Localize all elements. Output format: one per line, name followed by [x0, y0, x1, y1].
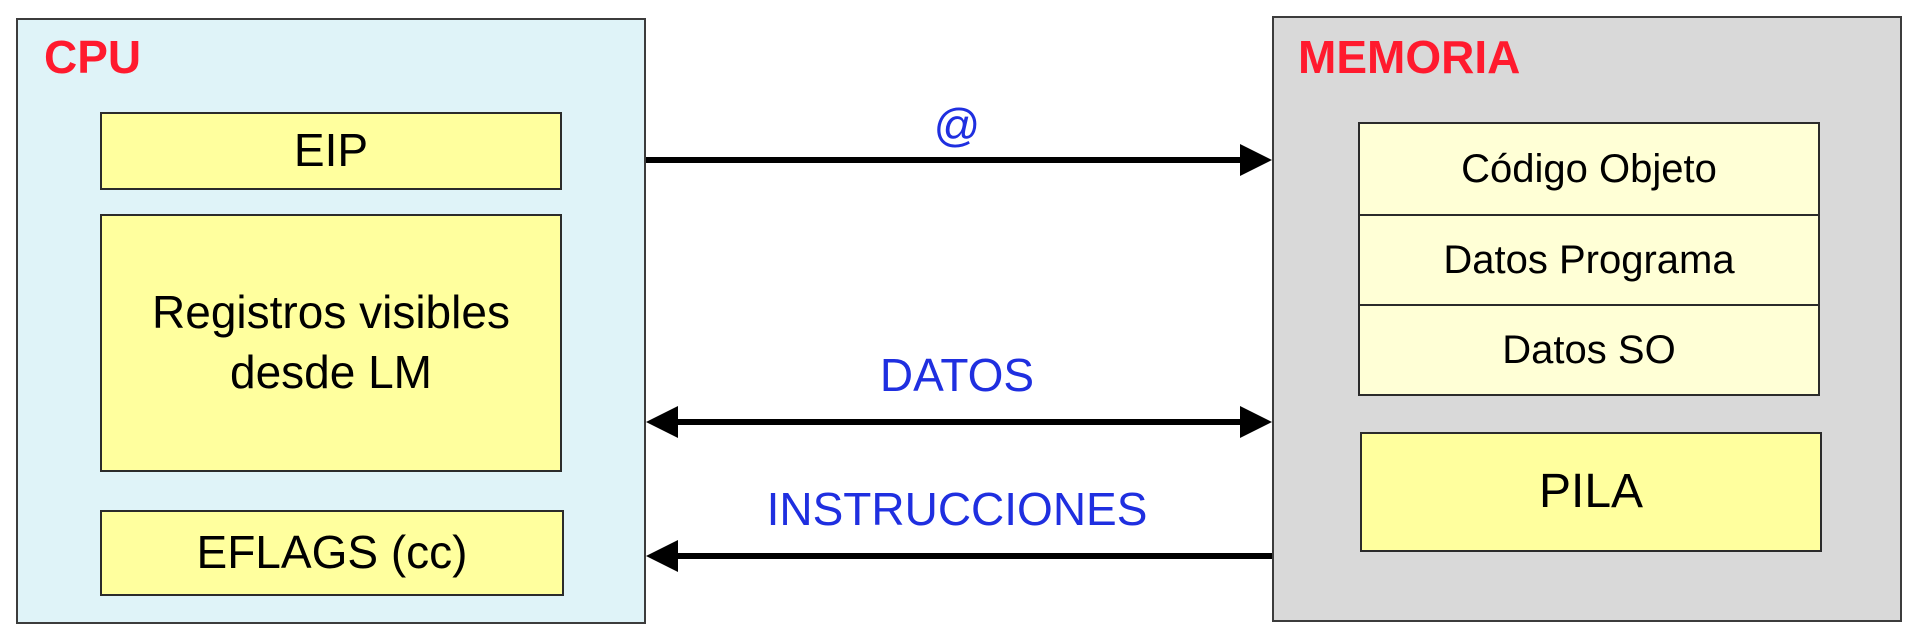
eflags-register-box: EFLAGS (cc) [100, 510, 564, 596]
eip-register-box: EIP [100, 112, 562, 190]
visible-registers-label: Registros visibles desde LM [152, 286, 510, 398]
memory-sections: Código Objeto Datos Programa Datos SO [1358, 122, 1820, 396]
address-bus-label: @ [933, 99, 981, 151]
memory-section-os-data: Datos SO [1360, 304, 1818, 394]
visible-registers-box: Registros visibles desde LM [100, 214, 562, 472]
memory-title: MEMORIA [1298, 31, 1521, 83]
cpu-title: CPU [44, 31, 142, 83]
memory-block: MEMORIA Código Objeto Datos Programa Dat… [1272, 16, 1902, 622]
memory-section-code: Código Objeto [1461, 146, 1717, 191]
data-bus-arrow [646, 406, 1272, 438]
data-bus-label: DATOS [879, 349, 1035, 401]
instruction-bus-arrow [646, 540, 1272, 572]
memory-section-program-data: Datos Programa [1360, 214, 1818, 304]
instruction-bus-label: INSTRUCCIONES [766, 483, 1148, 535]
cpu-block: CPU EIP Registros visibles desde LM EFLA… [16, 18, 646, 624]
stack-box: PILA [1360, 432, 1822, 552]
